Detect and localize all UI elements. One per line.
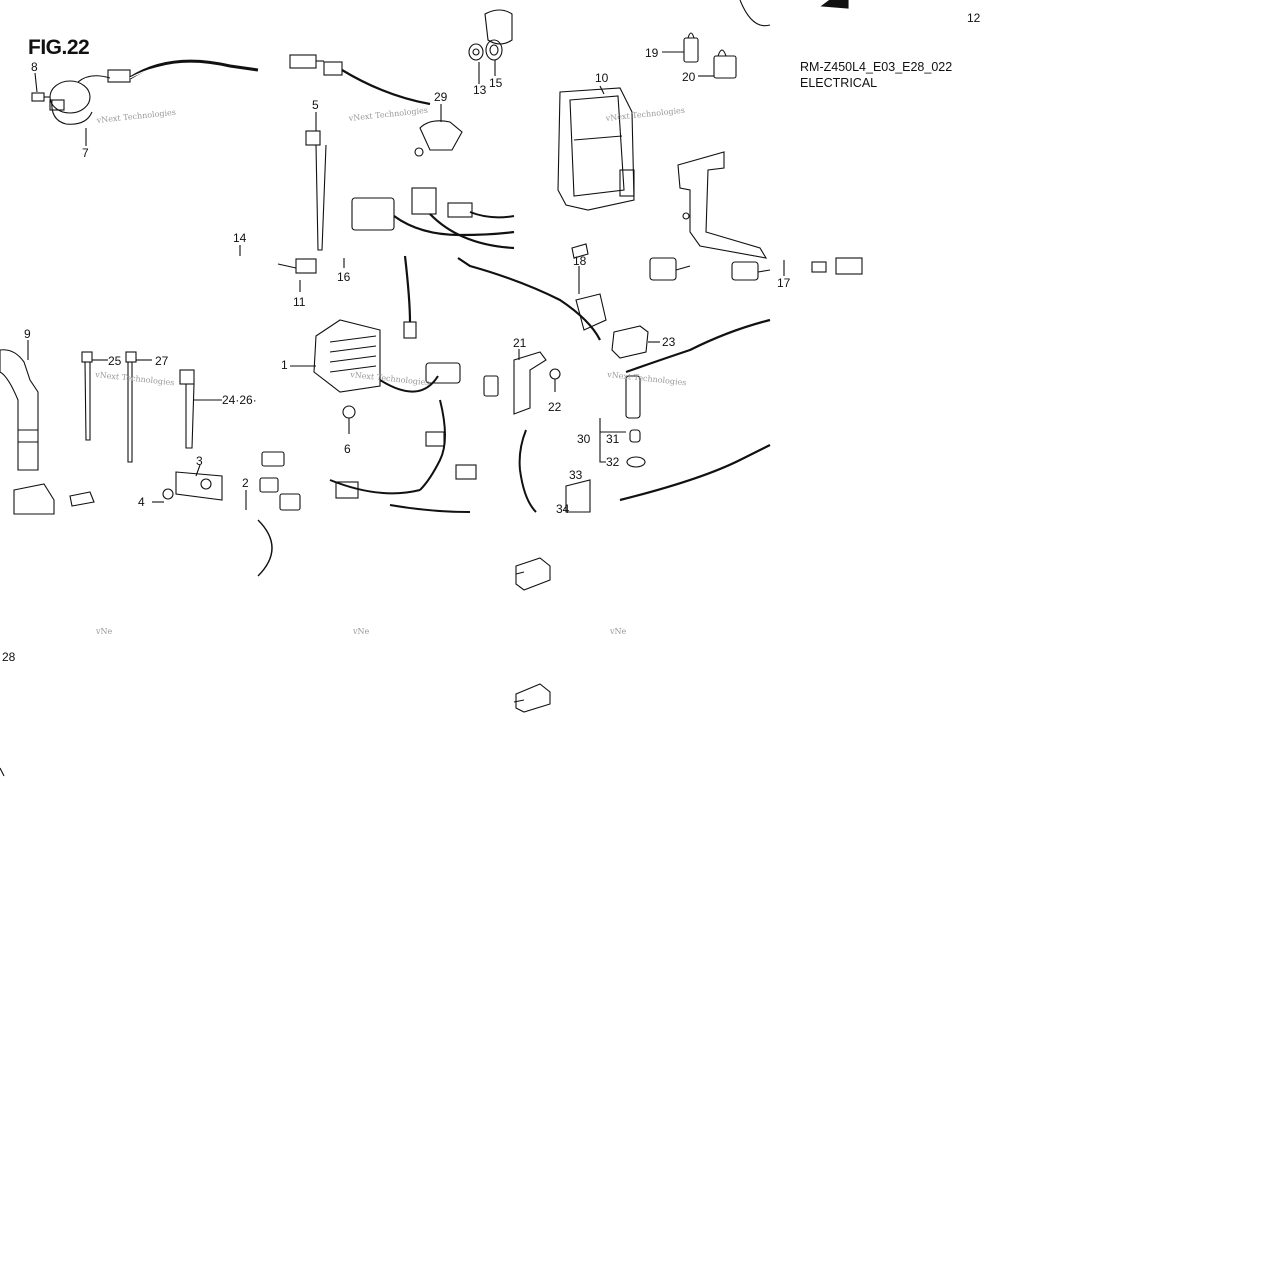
callout-1: 1 — [281, 358, 288, 372]
watermark-2: vNext Technologies — [347, 106, 428, 123]
callout-16: 16 — [337, 270, 351, 284]
callout-34: 34 — [556, 502, 570, 516]
part-connectors-row2 — [649, 257, 771, 281]
callout-20: 20 — [682, 70, 696, 84]
callout-18: 18 — [573, 254, 587, 268]
part-coupler-17 — [811, 257, 863, 275]
callout-22: 22 — [548, 400, 562, 414]
callout-2: 2 — [242, 476, 249, 490]
callout-5: 5 — [312, 98, 319, 112]
part-bulb-31 — [629, 429, 641, 443]
part-harness-33 — [565, 479, 591, 513]
callout-29: 29 — [434, 90, 448, 104]
callout-7: 7 — [82, 146, 89, 160]
callout-31: 31 — [606, 432, 620, 446]
part-bolt-large — [69, 491, 95, 507]
part-harness-connectors — [351, 187, 515, 250]
part-sensor-30 — [599, 375, 641, 463]
watermark-frag-3: vNe — [609, 627, 627, 636]
watermark-1: vNext Technologies — [95, 108, 176, 125]
part-bracket-21 — [513, 351, 547, 415]
watermark-6: vNext Technologies — [606, 370, 687, 387]
part-arrow-front — [820, 0, 849, 9]
callout-8: 8 — [31, 60, 38, 74]
callout-6: 6 — [344, 442, 351, 456]
part-connector-lower-2 — [513, 683, 551, 713]
part-bolt-8 — [31, 92, 50, 102]
callout-23: 23 — [662, 335, 676, 349]
part-clamp-25 — [81, 351, 93, 441]
watermark-3: vNext Technologies — [604, 106, 685, 123]
callout-25: 25 — [108, 354, 122, 368]
callout-24-26: 24·26· — [222, 393, 257, 407]
part-bracket-ecm — [677, 151, 768, 259]
figure-title: FIG.22 — [28, 36, 90, 59]
callout-15: 15 — [489, 76, 503, 90]
part-fuse-20 — [713, 49, 737, 79]
callout-32: 32 — [606, 455, 620, 469]
callout-labels: 1 2 3 4 5 6 7 8 9 10 11 12 13 14 15 16 1… — [2, 11, 981, 664]
figure-meta: RM-Z450L4_E03_E28_022 ELECTRICAL — [800, 59, 952, 91]
callout-17: 17 — [777, 276, 791, 290]
part-harness-main — [329, 255, 601, 513]
wire-starter-relay — [129, 59, 259, 80]
watermark-4: vNext Technologies — [94, 370, 175, 387]
part-coupler-2 — [259, 451, 301, 511]
watermark-frag-1: vNe — [95, 627, 113, 636]
part-relay-23 — [611, 325, 649, 359]
part-bolt-22 — [549, 368, 561, 392]
part-regulator-1 — [313, 319, 381, 393]
part-sensor-18 — [571, 243, 607, 331]
part-bolt-4 — [152, 488, 174, 503]
part-clamp-27 — [125, 351, 137, 463]
callout-11: 11 — [293, 295, 306, 309]
callout-33: 33 — [569, 468, 583, 482]
model-code: RM-Z450L4_E03_E28_022 — [800, 60, 953, 74]
part-clamp-24-26 — [179, 369, 195, 449]
part-bolt-6 — [342, 405, 356, 434]
callout-28: 28 — [2, 650, 16, 664]
part-starter-motor — [13, 483, 55, 515]
callout-14: 14 — [233, 231, 247, 245]
watermark-frag-2: vNe — [352, 627, 370, 636]
part-grommet-32 — [626, 456, 646, 468]
callout-10: 10 — [595, 71, 609, 85]
part-connector-lower-1 — [515, 557, 551, 591]
callout-4: 4 — [138, 495, 145, 509]
callout-3: 3 — [196, 454, 203, 468]
callout-9: 9 — [24, 327, 31, 341]
callout-13: 13 — [473, 83, 487, 97]
callout-12: 12 — [967, 11, 981, 25]
part-connector-top — [289, 54, 343, 76]
callout-30: 30 — [577, 432, 591, 446]
callout-21: 21 — [513, 336, 527, 350]
section-name: ELECTRICAL — [800, 76, 878, 90]
part-clamp-band-5 — [305, 130, 327, 251]
part-ecm-10 — [557, 87, 635, 211]
part-plug-cap-9 — [0, 349, 39, 471]
part-sensor-29 — [414, 120, 463, 157]
part-bush-13 — [468, 43, 484, 61]
part-fuse-19 — [683, 32, 699, 63]
part-bracket-3 — [175, 471, 223, 501]
part-bush-15 — [485, 39, 503, 61]
part-coupler-11 — [277, 258, 317, 274]
watermarks: vNext Technologies vNext Technologies vN… — [94, 106, 687, 636]
callout-27: 27 — [155, 354, 169, 368]
callout-19: 19 — [645, 46, 659, 60]
